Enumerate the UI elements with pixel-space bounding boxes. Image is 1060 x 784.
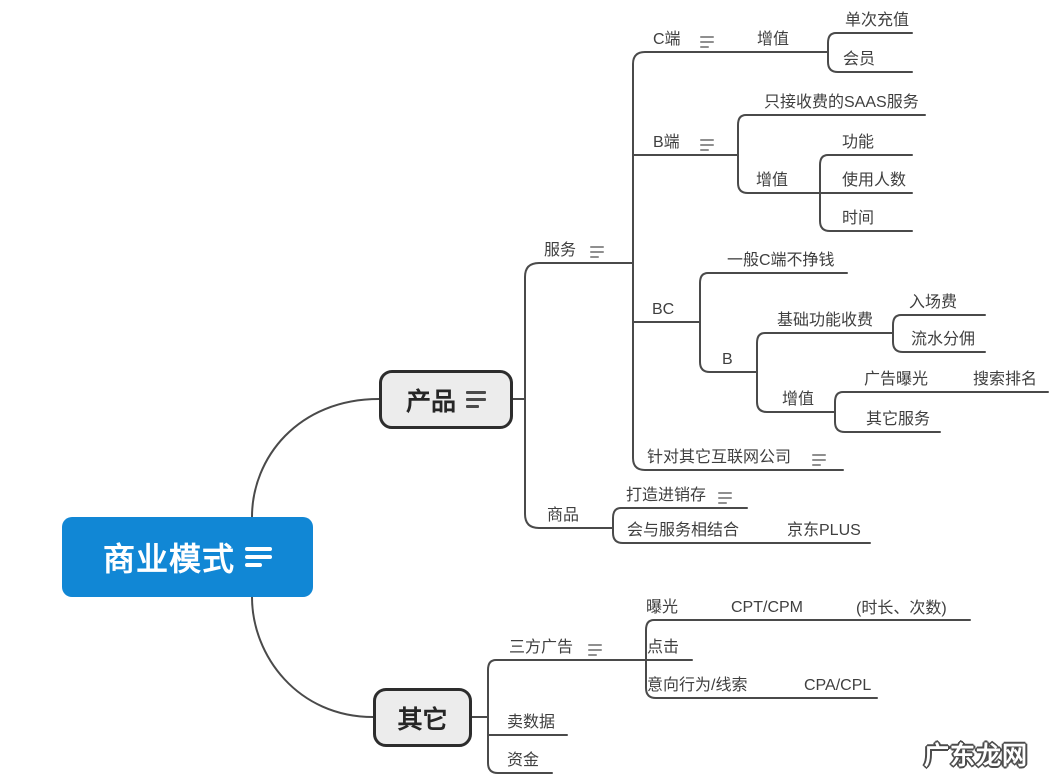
branch-product-label: 产品 — [405, 387, 456, 416]
branch-other[interactable]: 其它 — [373, 688, 472, 747]
topic-commission[interactable]: 流水分佣 — [911, 331, 976, 348]
topic-funds[interactable]: 资金 — [507, 752, 540, 769]
topic-service[interactable]: 服务 — [544, 242, 577, 259]
topic-features[interactable]: 功能 — [842, 134, 875, 151]
topic-goods[interactable]: 商品 — [547, 507, 580, 524]
topic-b-value-added-2[interactable]: 增值 — [782, 391, 815, 408]
topic-sell-data[interactable]: 卖数据 — [507, 714, 556, 731]
branch-product[interactable]: 产品 — [379, 370, 513, 429]
topic-bc[interactable]: BC — [652, 301, 675, 318]
topic-exposure[interactable]: 曝光 — [646, 599, 679, 616]
topic-click[interactable]: 点击 — [647, 639, 680, 656]
notes-icon[interactable] — [590, 246, 604, 258]
topic-inventory[interactable]: 打造进销存 — [626, 487, 707, 504]
notes-icon[interactable] — [588, 644, 602, 656]
topic-intent[interactable]: 意向行为/线索 — [647, 677, 748, 694]
topic-search-rank[interactable]: 搜索排名 — [973, 371, 1038, 388]
topic-cpa-cpl[interactable]: CPA/CPL — [804, 677, 872, 694]
topic-basic-fee[interactable]: 基础功能收费 — [777, 312, 874, 329]
topic-time[interactable]: 时间 — [842, 210, 875, 227]
topic-b[interactable]: B — [722, 351, 733, 368]
topic-third-party-ads[interactable]: 三方广告 — [509, 639, 574, 656]
topic-user-count[interactable]: 使用人数 — [842, 172, 907, 189]
root-topic-label: 商业模式 — [102, 541, 235, 577]
topic-b-side[interactable]: B端 — [653, 134, 680, 151]
topic-paid-saas[interactable]: 只接收费的SAAS服务 — [764, 94, 919, 111]
topic-entry-fee[interactable]: 入场费 — [909, 294, 958, 311]
root-topic[interactable]: 商业模式 — [62, 517, 313, 597]
topic-jd-plus[interactable]: 京东PLUS — [787, 522, 861, 539]
topic-c-no-money[interactable]: 一般C端不挣钱 — [727, 252, 835, 269]
notes-icon[interactable] — [700, 139, 714, 151]
topic-c-side[interactable]: C端 — [653, 31, 681, 48]
notes-icon[interactable] — [245, 547, 272, 567]
topic-combine-service[interactable]: 会与服务相结合 — [627, 522, 740, 539]
topic-other-internet[interactable]: 针对其它互联网公司 — [647, 449, 792, 466]
topic-duration-times[interactable]: (时长、次数) — [856, 600, 947, 617]
notes-icon[interactable] — [718, 492, 732, 504]
notes-icon[interactable] — [700, 36, 714, 48]
notes-icon[interactable] — [466, 391, 486, 408]
topic-b-value-added[interactable]: 增值 — [756, 172, 789, 189]
topic-c-value-added[interactable]: 增值 — [757, 31, 790, 48]
topic-membership[interactable]: 会员 — [843, 51, 876, 68]
topic-single-recharge[interactable]: 单次充值 — [845, 12, 910, 29]
watermark: 广东龙网 — [924, 742, 1029, 770]
topic-cpt-cpm[interactable]: CPT/CPM — [731, 599, 803, 616]
topic-other-services[interactable]: 其它服务 — [866, 411, 931, 428]
notes-icon[interactable] — [812, 454, 826, 466]
branch-other-label: 其它 — [397, 705, 448, 734]
topic-ad-exposure[interactable]: 广告曝光 — [864, 371, 929, 388]
